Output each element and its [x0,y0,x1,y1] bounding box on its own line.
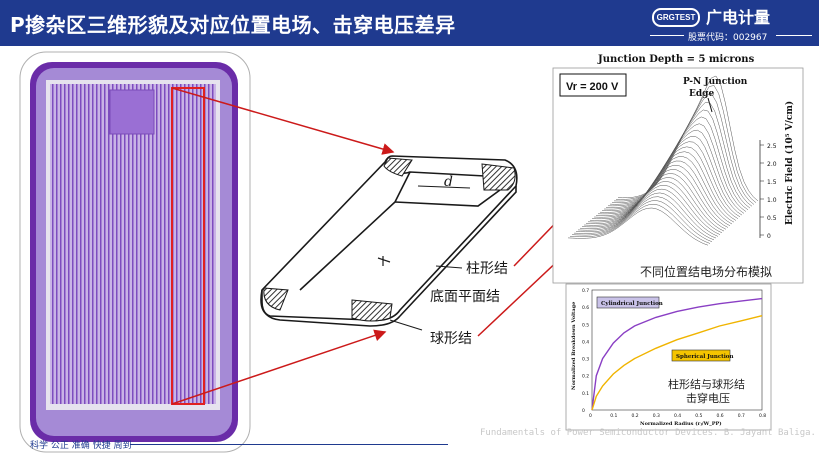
field-axis-label: Electric Field (10⁵ V/cm) [784,101,795,225]
legend-cylindrical-box [596,296,660,309]
bv-caption-1: 柱形结与球形结 [668,377,745,391]
x-tick-label: 0.7 [738,413,745,419]
mesh-line [579,184,721,235]
x-tick-label: 0.4 [674,413,681,419]
legend-spherical-box [671,349,731,362]
junction-3d-diagram [260,155,518,331]
mesh-line [567,207,709,246]
breakdown-chart: 0 0.1 0.2 0.3 0.4 0.5 0.6 0.7 0.8 0 0.1 0.2 0.3 0.4 0.… [565,283,772,431]
field-z-ticks: 2.5 2.0 1.5 1.0 0.5 0 [760,143,777,240]
vr-label: Vr = 200 V [566,81,619,93]
y-tick-label: 0.1 [582,391,589,397]
arrow-top [171,87,395,155]
stock-code: 股票代码：002967 [688,33,768,43]
x-tick-label: 0.2 [632,413,639,419]
corner-hatch-bottom-right [351,299,393,322]
mesh-line [617,75,759,202]
mesh-line [569,203,711,244]
field-surface-mesh [567,75,759,246]
reference-citation: Fundamentals of Power Semiconductor Devi… [480,428,816,438]
z-tick-label: 2.0 [767,161,777,168]
field-plot: Junction Depth = 5 microns Vr = 200 V P-… [552,54,804,284]
y-tick-label: 0.5 [582,322,589,328]
corner-hatch-top-right [481,163,516,191]
mesh-line [573,196,715,241]
series-line [591,315,763,411]
stock-line-right [776,35,812,36]
label-plane: 底面平面结 [430,289,500,305]
x-tick-label: 0.6 [717,413,724,419]
grgtest-logo: GRGTEST [652,8,700,27]
chip-layout [19,51,251,453]
label-spherical: 球形结 [430,331,472,347]
z-tick-label: 1.0 [767,197,777,204]
label-d: d [444,174,453,190]
corner-hatch-bottom-left [263,287,289,311]
edge-label-2: Edge [689,89,714,99]
chip-cell-stripes [50,84,216,404]
stock-line-left [650,35,684,36]
footer-line [130,444,448,445]
field-caption: 不同位置结电场分布模拟 [640,264,772,279]
x-tick-label: 0 [589,413,592,419]
header-bar: P掺杂区三维形貌及对应位置电场、击穿电压差异 GRGTEST 广电计量 股票代码… [0,0,819,46]
highlight-box [171,87,205,405]
edge-label-1: P-N Junction [683,77,748,87]
leader-spherical [389,319,423,331]
brand-name: 广电计量 [706,8,771,27]
mesh-line [577,188,719,237]
bv-ylabel: Normalized Breakdown Voltage [571,302,577,390]
leader-cylindrical [435,265,463,269]
arrow-bottom [171,329,387,405]
junction-inner-bottom [394,189,501,207]
junction-lower-edge [261,290,401,327]
mesh-line [575,192,717,239]
footer-slogan: 科学 公正 准确 快捷 周到 [30,441,132,451]
x-tick-label: 0.5 [695,413,702,419]
z-tick-label: 0 [767,233,771,240]
y-tick-label: 0 [582,408,585,414]
y-tick-label: 0.2 [582,374,589,380]
legend-cylindrical: Cylindrical Junction [601,301,663,307]
y-tick-label: 0.3 [582,357,589,363]
corner-hatch-top-left [383,157,413,177]
bv-xlabel: Normalized Radius (rⱼ/W_PP) [640,420,722,427]
vr-box [559,73,627,97]
y-tick-label: 0.7 [582,288,589,294]
z-tick-label: 0.5 [767,215,777,222]
label-cylindrical: 柱形结 [466,261,508,277]
breakdown-axes: 0 0.1 0.2 0.3 0.4 0.5 0.6 0.7 0.8 0 0.1 0.2 0.3 0.4 0.… [582,288,766,419]
x-tick-label: 0.1 [610,413,617,419]
cursor-mark [377,256,391,266]
gate-pad [109,89,155,135]
y-tick-label: 0.4 [582,339,589,345]
x-tick-label: 0.8 [759,413,766,419]
breakdown-chart-frame [565,283,772,431]
bv-caption-2: 击穿电压 [686,391,730,405]
mesh-line [571,200,713,242]
junction-side-edge [399,186,517,317]
breakdown-lines [591,297,763,411]
x-tick-label: 0.3 [653,413,660,419]
field-plot-frame [552,67,804,284]
page-title: P掺杂区三维形貌及对应位置电场、击穿电压差异 [10,13,456,37]
field-caption-bg [636,262,786,280]
z-tick-label: 2.5 [767,143,777,150]
series-line [591,297,763,411]
dimension-line-d [417,185,471,189]
bv-plot-area [591,289,763,411]
legend-spherical: Spherical Junction [676,354,733,360]
z-tick-label: 1.5 [767,179,777,186]
field-plot-title: Junction Depth = 5 microns [597,54,755,65]
y-tick-label: 0.6 [582,305,589,311]
edge-pointer [707,97,713,113]
